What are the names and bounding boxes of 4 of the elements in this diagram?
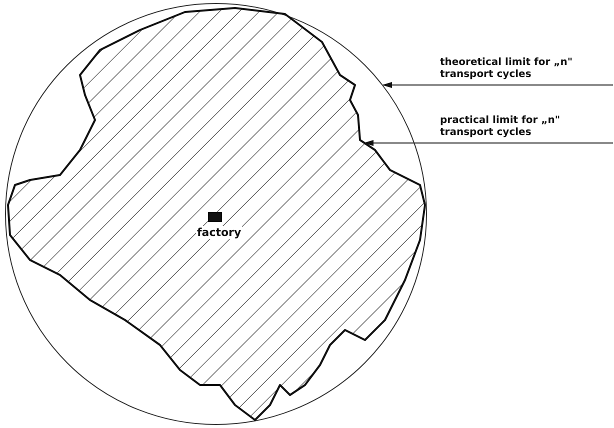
leader-arrow — [382, 82, 614, 88]
leader-note: theoretical limit for „n" transport cycles — [440, 57, 614, 86]
factory-label: factory — [196, 226, 242, 239]
leader-note: practical limit for „n" transport cycles — [440, 115, 614, 144]
